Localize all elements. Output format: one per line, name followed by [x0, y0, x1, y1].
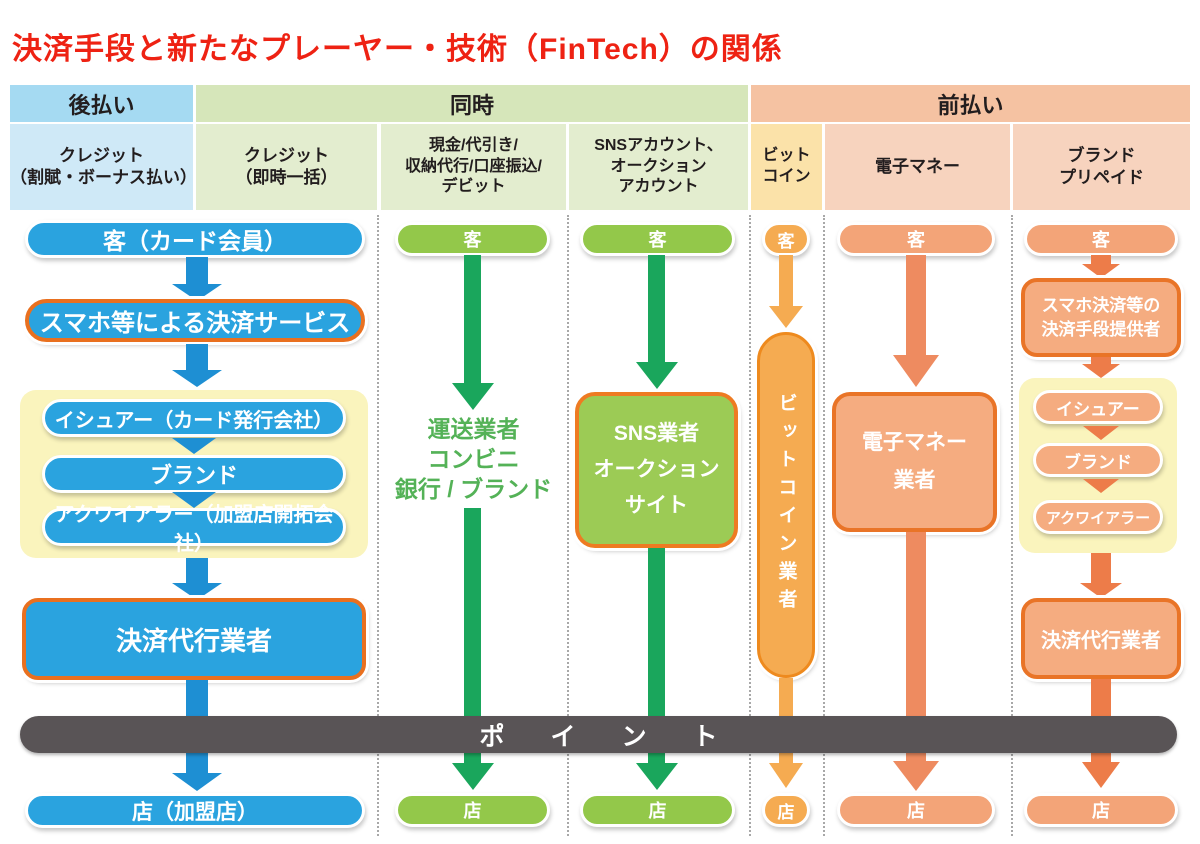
- cash-arrow: [464, 753, 481, 763]
- emoney-arrowhead: [893, 355, 939, 387]
- credit-arrow: [186, 257, 208, 284]
- credit-arrowhead: [172, 370, 222, 387]
- points-bar-label: ポイント: [479, 722, 764, 751]
- credit-store-node: 店（加盟店）: [25, 793, 365, 828]
- method-header-sns: SNSアカウント、 オークション アカウント: [569, 124, 748, 210]
- credit-issuer-node: イシュアー（カード発行会社）: [42, 399, 346, 437]
- prepaid-arrow: [1091, 255, 1111, 264]
- prepaid-arrowhead: [1080, 583, 1122, 598]
- sns-arrowhead: [636, 362, 678, 389]
- cash-store-node: 店: [395, 793, 550, 827]
- credit-smartphone-service-node: スマホ等による決済サービス: [25, 299, 365, 342]
- bitcoin-store-node: 店: [762, 793, 810, 827]
- cash-arrow: [464, 255, 481, 383]
- column-separator: [567, 215, 569, 836]
- credit-customer-node: 客（カード会員）: [25, 220, 365, 258]
- method-header-credit-lump: クレジット （即時一括）: [196, 124, 377, 210]
- bitcoin-customer-node: 客: [762, 222, 810, 256]
- credit-payment-agent-node: 決済代行業者: [22, 598, 366, 680]
- prepaid-provider-node: スマホ決済等の 決済手段提供者: [1021, 278, 1181, 357]
- prepaid-store-node: 店: [1024, 793, 1178, 827]
- prepaid-arrow: [1091, 753, 1111, 762]
- emoney-arrowhead: [893, 761, 939, 791]
- prepaid-customer-node: 客: [1024, 222, 1178, 256]
- cash-arrowhead: [452, 383, 494, 410]
- prepaid-arrowhead: [1083, 426, 1119, 440]
- credit-arrowhead: [172, 583, 222, 600]
- sns-arrow: [648, 255, 665, 362]
- column-separator: [823, 215, 825, 836]
- emoney-arrow: [906, 255, 926, 355]
- method-header-emoney: 電子マネー: [825, 124, 1010, 210]
- bitcoin-arrow: [779, 678, 793, 716]
- column-separator: [377, 215, 379, 836]
- prepaid-arrow: [1091, 679, 1111, 716]
- sns-operator-node: SNS業者 オークション サイト: [575, 392, 738, 548]
- sns-store-node: 店: [580, 793, 735, 827]
- prepaid-arrowhead: [1082, 264, 1120, 278]
- credit-arrowhead: [172, 284, 222, 301]
- sns-customer-node: 客: [580, 222, 735, 256]
- prepaid-payment-agent-node: 決済代行業者: [1021, 598, 1181, 679]
- prepaid-arrowhead: [1082, 762, 1120, 788]
- credit-arrowhead: [172, 438, 216, 454]
- prepaid-arrow: [1091, 357, 1111, 364]
- timing-header-postpay: 後払い: [10, 85, 193, 122]
- prepaid-arrowhead: [1082, 364, 1120, 378]
- credit-acquirer-node: アクワイアラー（加盟店開拓会社）: [42, 504, 346, 555]
- bitcoin-arrow: [779, 255, 793, 306]
- method-header-credit-installment: クレジット （割賦・ボーナス払い）: [10, 124, 197, 210]
- bitcoin-operator-node: ビットコイン業者: [757, 332, 815, 678]
- sns-arrow: [648, 753, 665, 763]
- method-header-bitcoin: ビット コイン: [751, 124, 822, 210]
- bitcoin-arrowhead: [769, 306, 803, 328]
- page-title: 決済手段と新たなプレーヤー・技術（FinTech）の関係: [12, 33, 783, 66]
- credit-arrow: [186, 753, 208, 773]
- prepaid-arrowhead: [1083, 479, 1119, 493]
- bitcoin-arrowhead: [769, 763, 803, 788]
- emoney-operator-node: 電子マネー 業者: [832, 392, 997, 532]
- cash-intermediaries-label: 運送業者 コンビニ 銀行 / ブランド: [394, 416, 553, 502]
- credit-brand-node: ブランド: [42, 455, 346, 493]
- column-separator: [1011, 215, 1013, 836]
- prepaid-arrow: [1091, 553, 1111, 583]
- cash-arrowhead: [452, 763, 494, 790]
- sns-arrow: [648, 548, 665, 716]
- credit-arrowhead: [172, 773, 222, 791]
- credit-arrow: [186, 558, 208, 583]
- sns-arrowhead: [636, 763, 678, 790]
- method-header-brand-prepaid: ブランド プリペイド: [1013, 124, 1190, 210]
- credit-arrow: [186, 680, 208, 716]
- column-separator: [749, 215, 751, 836]
- method-header-cash: 現金/代引き/ 収納代行/口座振込/ デビット: [381, 124, 566, 210]
- points-bar: ポイント: [20, 716, 1177, 753]
- prepaid-brand-node: ブランド: [1033, 443, 1163, 477]
- emoney-store-node: 店: [837, 793, 995, 827]
- prepaid-acquirer-node: アクワイアラー: [1033, 500, 1163, 534]
- timing-header-prepay: 前払い: [751, 85, 1190, 122]
- bitcoin-arrow: [779, 753, 793, 763]
- prepaid-issuer-node: イシュアー: [1033, 390, 1163, 424]
- credit-arrow: [186, 344, 208, 370]
- emoney-customer-node: 客: [837, 222, 995, 256]
- timing-header-simultaneous: 同時: [196, 85, 748, 122]
- cash-customer-node: 客: [395, 222, 550, 256]
- emoney-arrow: [906, 532, 926, 716]
- emoney-arrow: [906, 753, 926, 761]
- cash-arrow: [464, 508, 481, 716]
